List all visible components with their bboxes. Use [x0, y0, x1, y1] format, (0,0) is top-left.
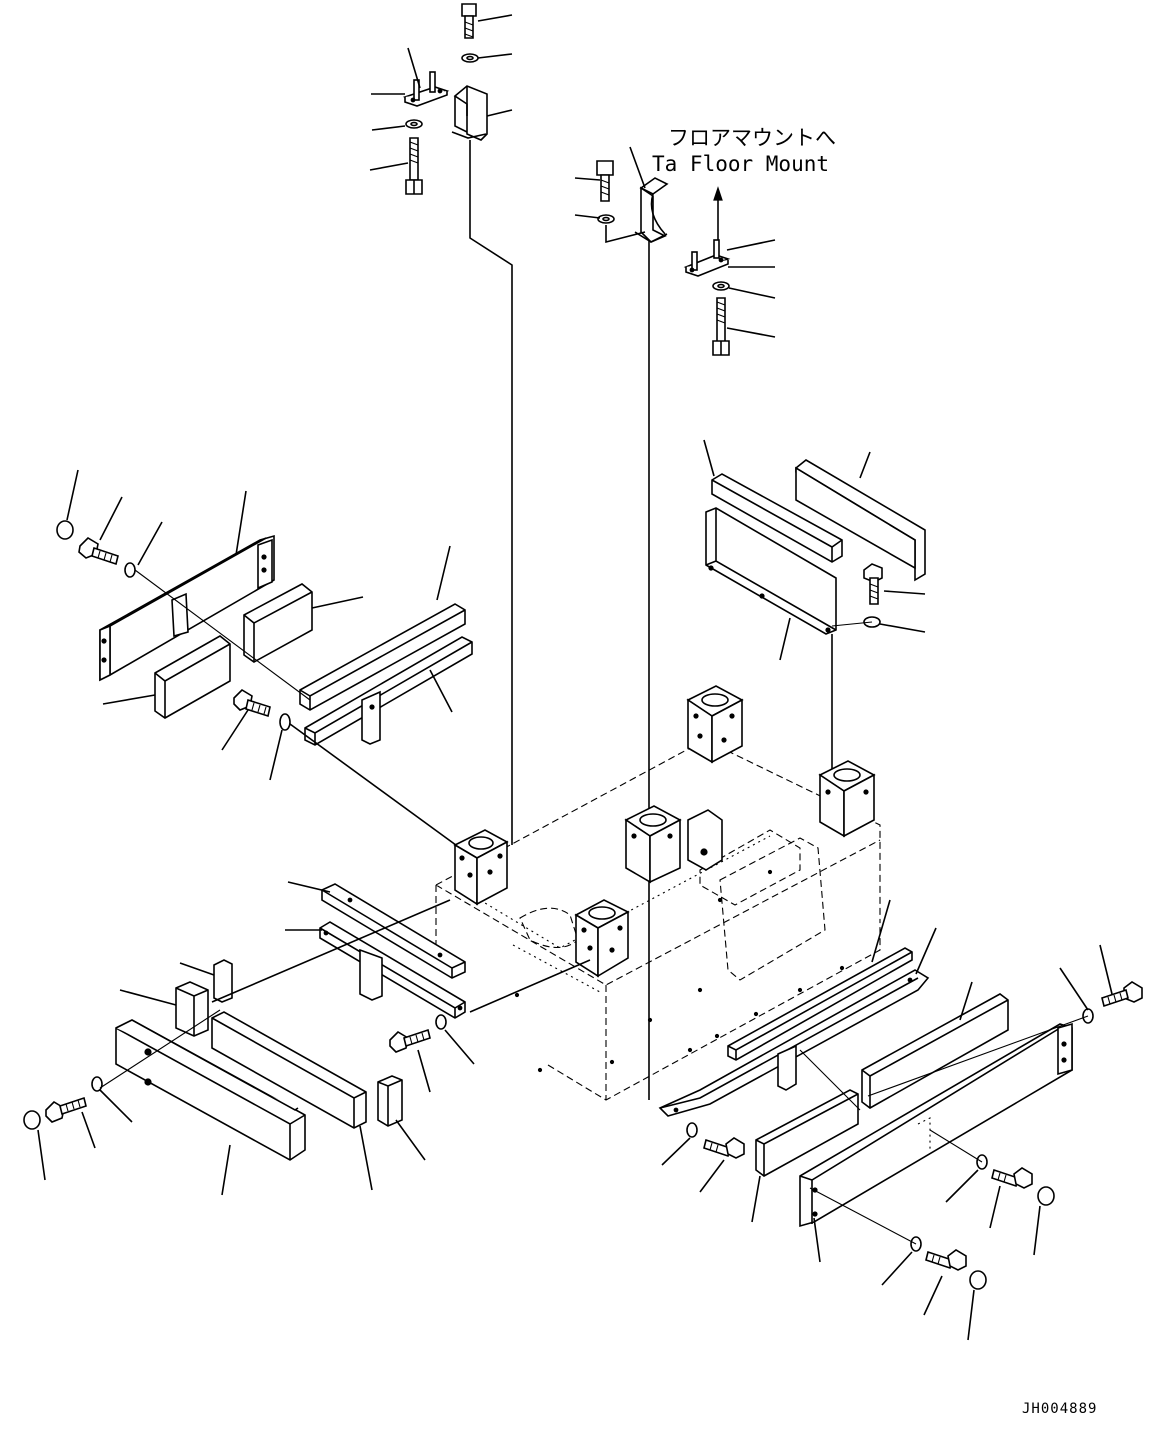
pad-long-left	[211, 1011, 367, 1129]
bolt-right	[863, 563, 883, 605]
bolt-lower-left	[45, 1096, 87, 1123]
pad-long-right	[861, 993, 1009, 1109]
bolt-right-lower-2	[925, 1249, 967, 1271]
washer	[124, 562, 136, 578]
base-frame	[435, 685, 881, 1101]
mount-tower-left	[453, 829, 509, 906]
pad-short-right	[755, 1089, 859, 1177]
angle-plate-right	[705, 507, 837, 635]
stud-plate-left	[402, 71, 450, 107]
rail-lower	[304, 636, 473, 746]
mount-bracket-right	[634, 177, 669, 243]
block-small-right	[377, 1075, 403, 1127]
cap-right-lower-1	[1037, 1186, 1055, 1206]
rail-front-left-upper	[321, 883, 466, 979]
right-lower-group	[658, 899, 1143, 1341]
washer-lower-center	[435, 1014, 447, 1030]
mount-bracket-left	[451, 85, 488, 141]
bolt-small	[233, 688, 271, 718]
cap-lower-left	[23, 1110, 41, 1130]
side-cover-left	[115, 1019, 306, 1161]
mount-tower-center	[624, 805, 723, 884]
left-lower-group	[23, 881, 591, 1196]
mount-tower-right	[818, 760, 876, 838]
drawing-id: JH004889	[1022, 1401, 1097, 1417]
bolt-right-lower-1	[991, 1167, 1033, 1189]
top-left-mount-assembly	[369, 3, 513, 845]
rail-front-right-upper	[727, 947, 913, 1061]
rail-right-top	[711, 473, 843, 563]
washer-right-front	[686, 1122, 698, 1138]
base-holes	[514, 869, 845, 1073]
cutout-right	[719, 837, 826, 981]
bolt	[78, 536, 119, 566]
long-bolt-right	[712, 297, 730, 356]
cap-right-lower-2	[969, 1270, 987, 1290]
cutout-left	[519, 907, 579, 949]
rail-front-right-lower	[658, 969, 930, 1117]
washer-lower-left	[91, 1076, 103, 1092]
left-upper-cover-group	[56, 469, 473, 849]
top-right-mount-assembly	[574, 146, 776, 1100]
right-upper-cover-group	[703, 439, 926, 810]
mount-tower-back	[686, 685, 744, 764]
long-bolt-left	[405, 137, 423, 195]
pad-right-top	[795, 459, 926, 582]
washer-small	[279, 713, 291, 731]
side-cover-right	[799, 1022, 1073, 1228]
rail-upper	[299, 603, 466, 711]
pad-upper	[243, 583, 313, 663]
floor-mount-note-en: Ta Floor Mount	[652, 152, 829, 176]
block-small-upper	[213, 959, 233, 1003]
bolt-top-right	[596, 160, 614, 202]
stud-plate-right	[683, 239, 731, 277]
pad-lower	[154, 635, 231, 719]
rail-front-left-lower	[319, 921, 466, 1019]
bolt-right-front	[703, 1137, 745, 1159]
bolt-right-upper	[1101, 981, 1143, 1008]
arrow-up-icon	[713, 186, 723, 201]
bolt-lower-center	[389, 1028, 431, 1053]
bolt-top	[461, 3, 477, 39]
cap	[56, 520, 74, 540]
floor-mount-note-jp: フロアマウントへ	[668, 126, 836, 150]
mount-tower-front	[574, 899, 630, 978]
